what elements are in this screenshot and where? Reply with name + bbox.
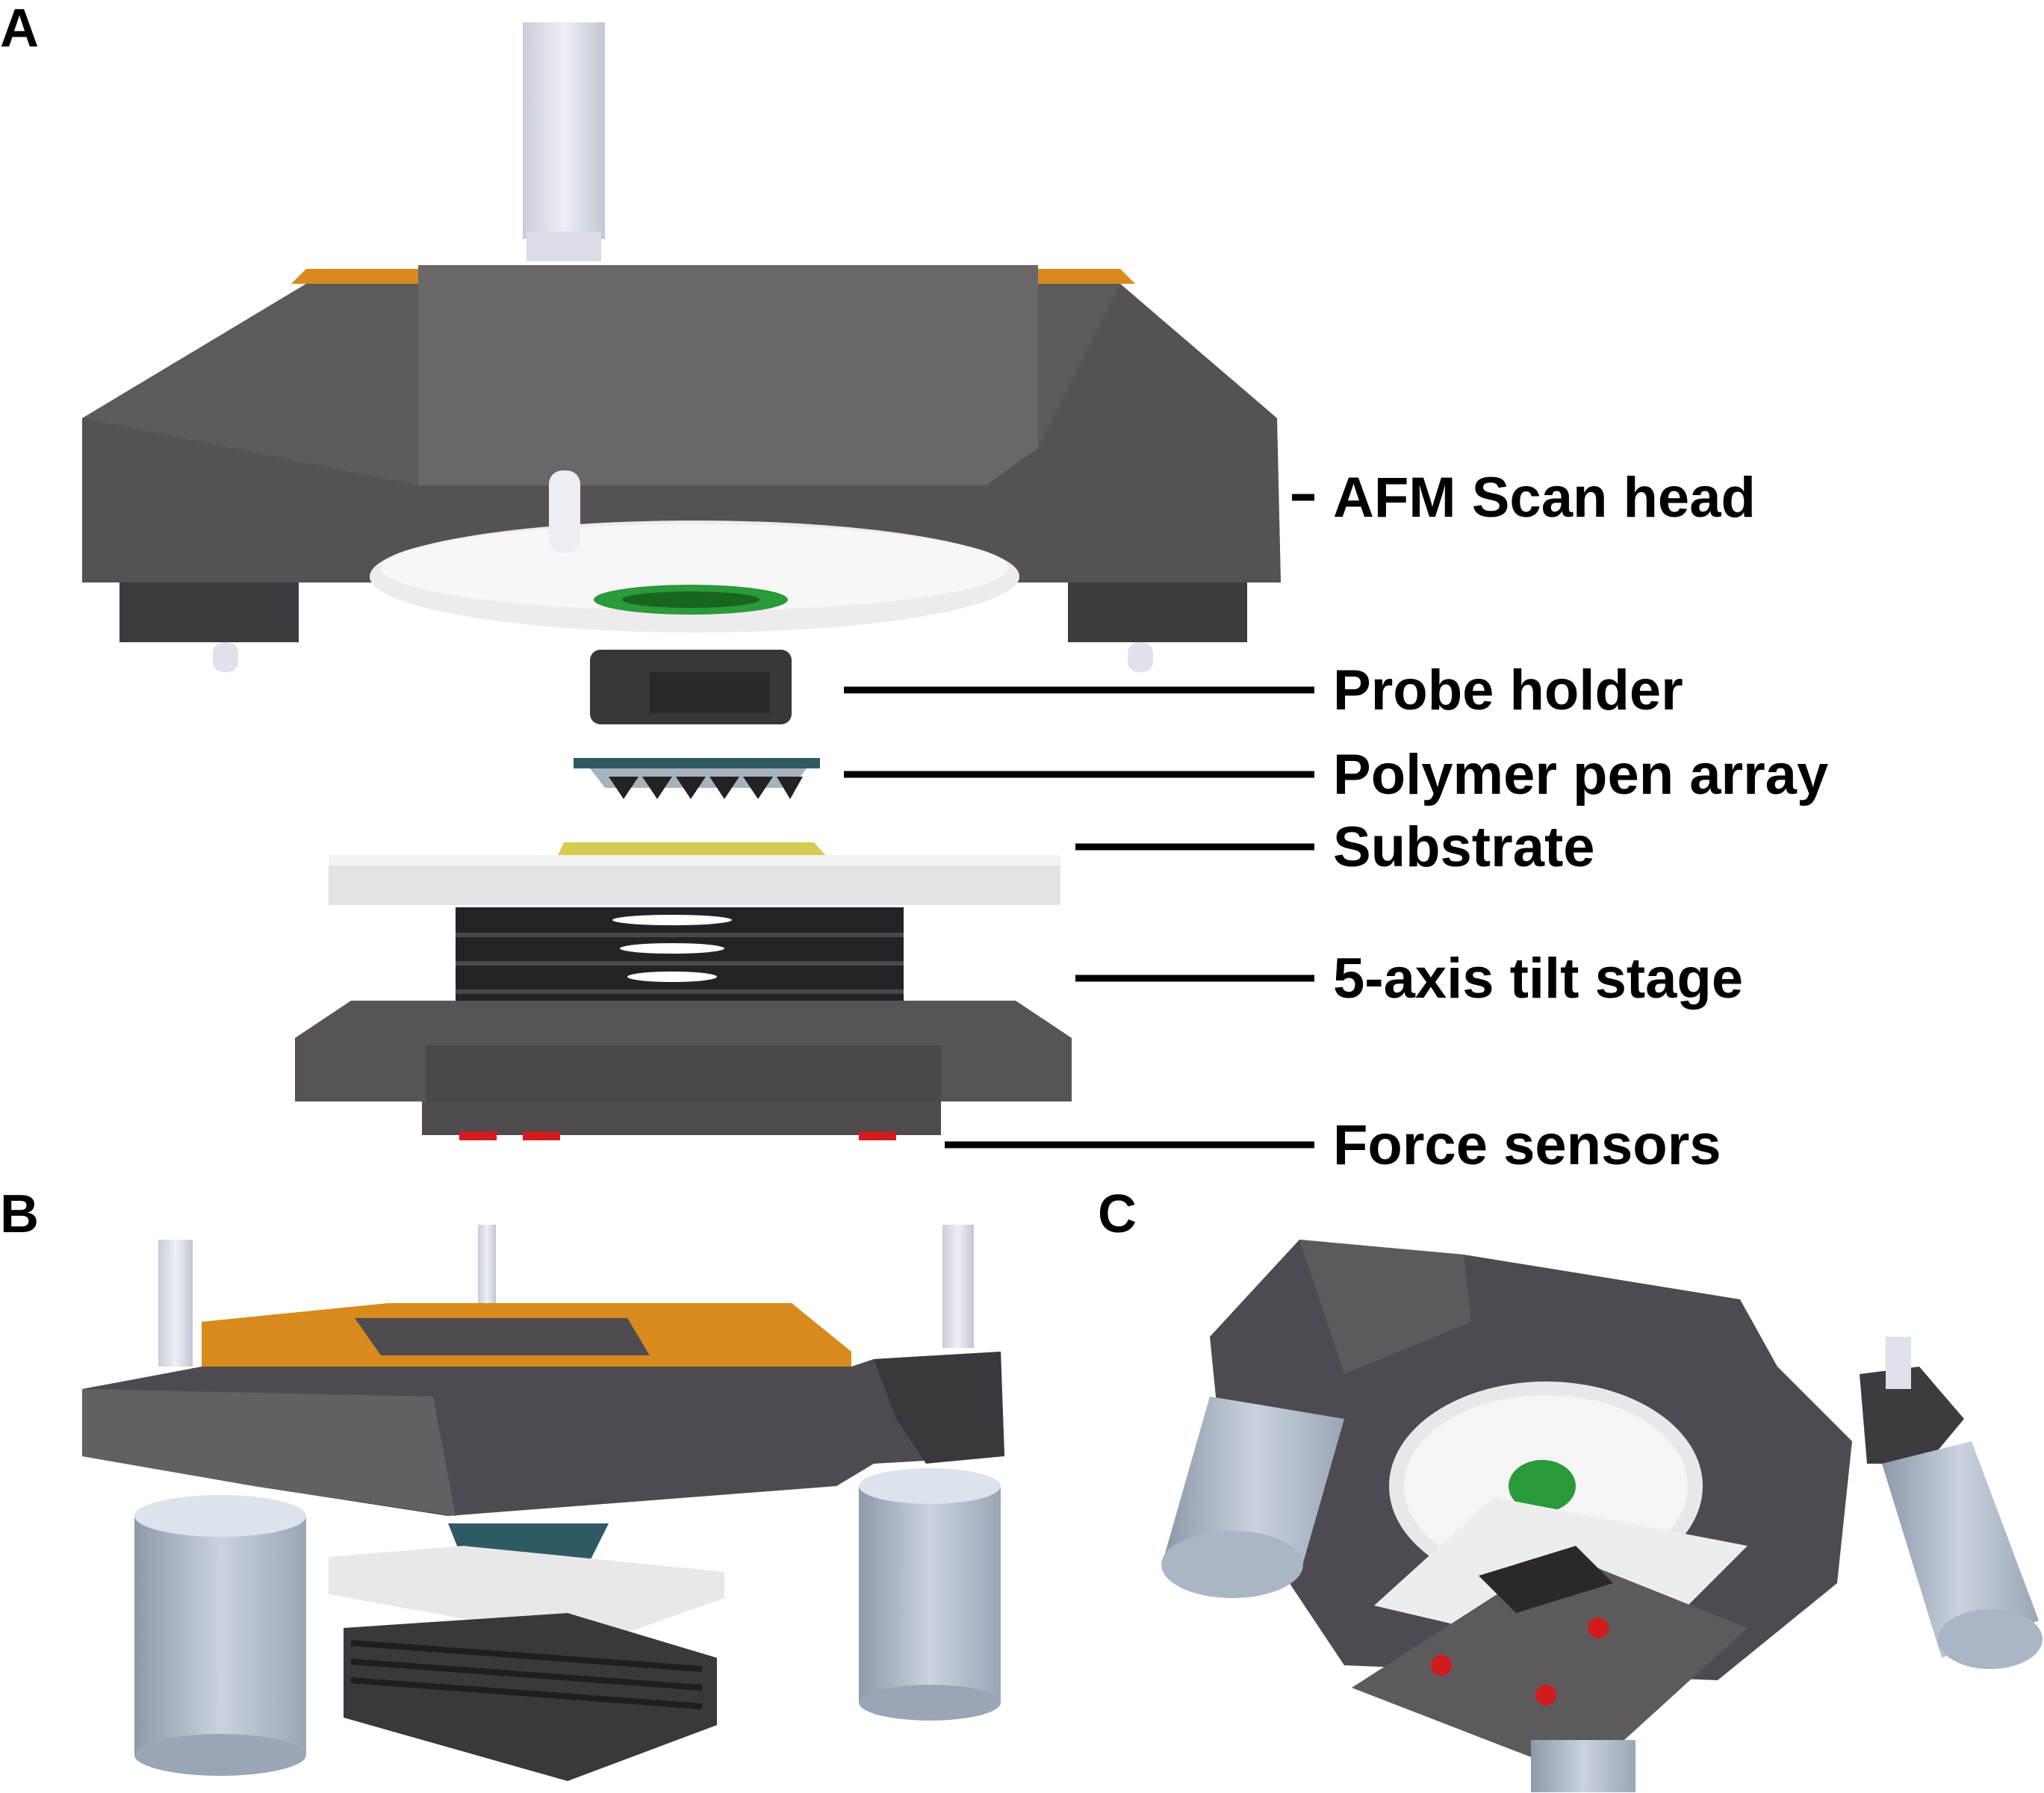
- label-afm-scan-head: AFM Scan head: [1333, 466, 1756, 529]
- right-cylinder-top: [859, 1468, 1001, 1504]
- head-right-block: [874, 1352, 1004, 1464]
- right-cylinder: [859, 1486, 1001, 1703]
- tilt-gap-highlight: [620, 943, 724, 954]
- right-post: [1886, 1337, 1911, 1389]
- pen-tip: [777, 777, 803, 799]
- tilt-gap-highlight: [627, 972, 717, 982]
- substrate: [329, 842, 1060, 905]
- right-cylinder-cap: [1938, 1609, 2043, 1669]
- pen-array-backing: [574, 758, 820, 768]
- afm-scan-head: [82, 22, 1281, 672]
- panel-b: B: [0, 1184, 1004, 1781]
- substrate-plate: [329, 1546, 724, 1643]
- panel-letter-c: C: [1098, 1184, 1137, 1244]
- pen-tip: [676, 777, 706, 799]
- center-top-post: [478, 1225, 496, 1307]
- pen-tip: [709, 777, 739, 799]
- panel-c: C: [1098, 1184, 2043, 1792]
- tilt-stack-dark: [1479, 1546, 1613, 1613]
- bottom-cylinder: [1531, 1740, 1635, 1792]
- panel-letter-a: A: [0, 0, 39, 58]
- left-top-post: [158, 1240, 193, 1367]
- probe-holder-slot: [650, 672, 769, 713]
- center-disc-top: [381, 524, 1008, 611]
- force-sensor: [859, 1131, 896, 1140]
- top-window: [355, 1318, 650, 1355]
- left-foot-block: [119, 582, 299, 642]
- housing-top-block: [418, 265, 1038, 485]
- force-sensor: [1431, 1655, 1452, 1676]
- left-cylinder: [1165, 1396, 1344, 1576]
- pen-tip: [609, 777, 639, 799]
- label-substrate: Substrate: [1333, 815, 1595, 879]
- leader-lines: [844, 494, 1314, 1149]
- tilt-gap-highlight: [612, 915, 732, 925]
- force-sensor: [1535, 1685, 1556, 1706]
- head-face: [1299, 1240, 1471, 1374]
- probe-holder: [590, 650, 792, 724]
- pen-tips: [609, 777, 803, 799]
- sensor-plate: [422, 1101, 941, 1135]
- force-sensor: [459, 1131, 497, 1140]
- tilt-base-front: [426, 1045, 941, 1101]
- force-sensor: [523, 1131, 560, 1140]
- right-top-post: [942, 1225, 974, 1348]
- panel-letter-b: B: [0, 1184, 39, 1244]
- head-left-face: [82, 1389, 456, 1516]
- top-post: [523, 22, 605, 239]
- force-sensors: [459, 1131, 896, 1140]
- green-ring-center: [622, 591, 759, 608]
- tilt-stage: [295, 907, 1072, 1135]
- label-tilt-stage: 5-axis tilt stage: [1333, 947, 1743, 1010]
- label-probe-holder: Probe holder: [1333, 659, 1683, 722]
- right-foot-block: [1068, 582, 1247, 642]
- tilt-layer-line: [350, 1640, 703, 1672]
- component-labels: AFM Scan head Probe holder Polymer pen a…: [1333, 466, 1828, 1177]
- left-cylinder: [134, 1516, 306, 1755]
- label-polymer-pen-array: Polymer pen array: [1333, 743, 1828, 807]
- tilt-layer-line: [350, 1677, 703, 1709]
- left-cylinder-cap: [1161, 1531, 1303, 1598]
- left-cylinder-top: [134, 1495, 306, 1537]
- top-post-collar: [526, 231, 601, 261]
- right-cylinder: [1882, 1441, 2039, 1658]
- head-right-block: [1860, 1367, 1964, 1464]
- label-force-sensors: Force sensors: [1333, 1113, 1721, 1177]
- substrate-sample: [556, 842, 829, 859]
- substrate-plate: [329, 859, 1060, 905]
- right-cylinder-bottom: [859, 1685, 1001, 1721]
- green-ring: [1509, 1460, 1576, 1512]
- pen-tip: [642, 777, 672, 799]
- tilt-layer-line: [350, 1659, 703, 1691]
- polymer-pen-array: [574, 758, 820, 799]
- force-sensor: [1588, 1618, 1609, 1638]
- tilt-stage: [344, 1613, 717, 1781]
- substrate-plate-top: [329, 855, 1060, 866]
- housing-shade: [82, 284, 1281, 582]
- left-cylinder-bottom: [134, 1734, 306, 1776]
- left-foot-pin: [213, 642, 238, 672]
- pen-tip: [743, 777, 773, 799]
- panel-a: A: [0, 0, 1828, 1177]
- center-pin: [549, 470, 580, 553]
- tilt-stage: [1352, 1553, 1748, 1777]
- right-foot-pin: [1128, 642, 1153, 672]
